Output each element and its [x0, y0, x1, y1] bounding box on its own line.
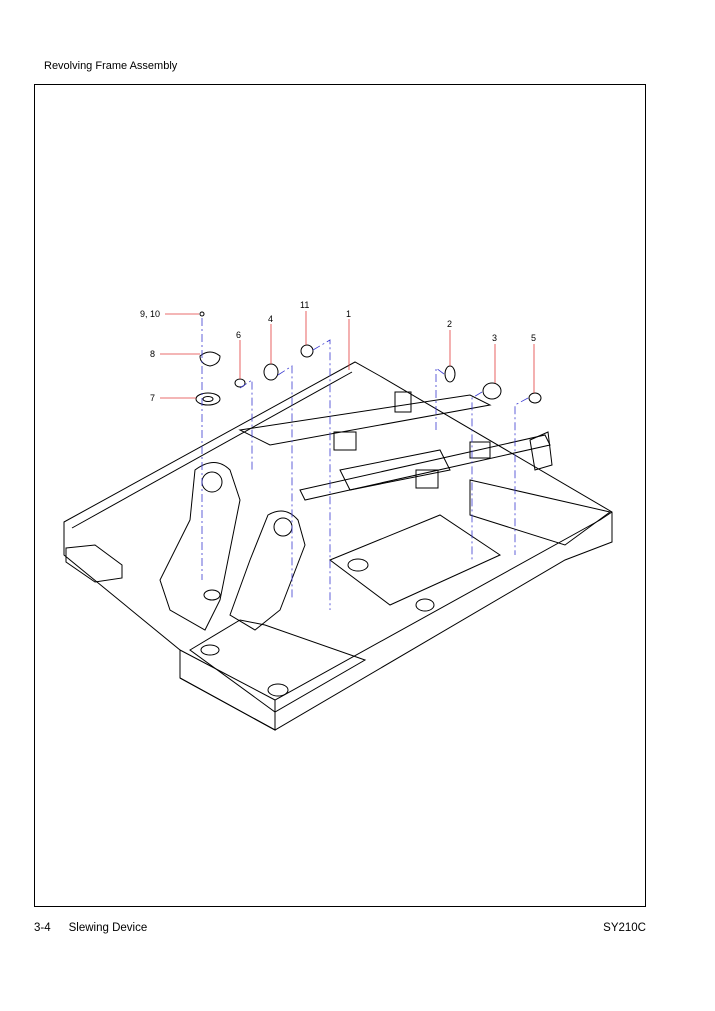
drawing-frame — [34, 84, 646, 907]
parts — [195, 311, 542, 406]
center-beam-right — [299, 434, 551, 501]
callout-labels: 9, 10 11 1 4 2 6 3 5 8 7 — [140, 300, 536, 403]
part-5-grommet — [528, 392, 542, 404]
page-number: 3-4 — [34, 922, 51, 934]
rear-bracket — [529, 431, 553, 471]
callout-5: 5 — [531, 333, 536, 343]
part-3-grommet — [482, 382, 502, 400]
part-2-grommet — [444, 365, 456, 383]
bearing-hole-b — [415, 598, 435, 612]
revolving-frame-body — [63, 361, 613, 731]
frame-top-rail — [71, 371, 353, 529]
cross-member — [339, 449, 451, 491]
deck-hole-3 — [203, 589, 221, 601]
footer-left: 3-4 Slewing Device — [34, 922, 147, 934]
deck-hole-2 — [267, 683, 289, 697]
front-platform-edge — [179, 511, 613, 701]
bearing-hole-a — [347, 558, 369, 572]
callout-11: 11 — [300, 300, 309, 310]
part-11-grommet — [300, 344, 314, 358]
centerline-11 — [312, 339, 331, 610]
centerlines — [201, 318, 529, 610]
frame-outline — [63, 361, 613, 731]
boom-pin-hole-right — [273, 517, 293, 537]
centerline-5 — [514, 397, 529, 555]
centerline-6 — [239, 379, 253, 470]
centerline-4 — [277, 365, 293, 600]
part-4-grommet — [263, 363, 279, 381]
callout-7: 7 — [150, 393, 155, 403]
swing-bearing-plate — [328, 514, 502, 606]
mount-block-4 — [394, 391, 412, 413]
boom-foot-right — [229, 510, 306, 631]
callout-6: 6 — [236, 330, 241, 340]
page-title: Revolving Frame Assembly — [44, 60, 178, 72]
part-8-cover — [199, 351, 221, 367]
callout-4: 4 — [268, 314, 273, 324]
centerline-2 — [435, 367, 445, 430]
mount-block-1 — [333, 431, 357, 451]
center-beam-left — [238, 394, 492, 446]
part-9-10-bolt — [199, 311, 205, 317]
mount-block-2 — [415, 469, 439, 489]
callout-2: 2 — [447, 319, 452, 329]
section-title: Slewing Device — [68, 922, 148, 934]
leader-lines — [160, 311, 535, 399]
callout-3: 3 — [492, 333, 497, 343]
callout-9-10: 9, 10 — [140, 309, 160, 319]
deck-hole-1 — [200, 644, 220, 656]
rear-deck — [469, 479, 612, 546]
front-platform-side — [179, 677, 276, 731]
callout-1: 1 — [346, 309, 351, 319]
boom-foot-left — [159, 462, 241, 631]
model-code: SY210C — [603, 922, 646, 934]
centerline-3 — [471, 391, 483, 560]
front-tank-area — [189, 619, 367, 713]
mount-block-3 — [469, 441, 491, 459]
part-7-hole — [202, 396, 214, 402]
boom-pin-hole-left — [201, 471, 223, 493]
callout-8: 8 — [150, 349, 155, 359]
